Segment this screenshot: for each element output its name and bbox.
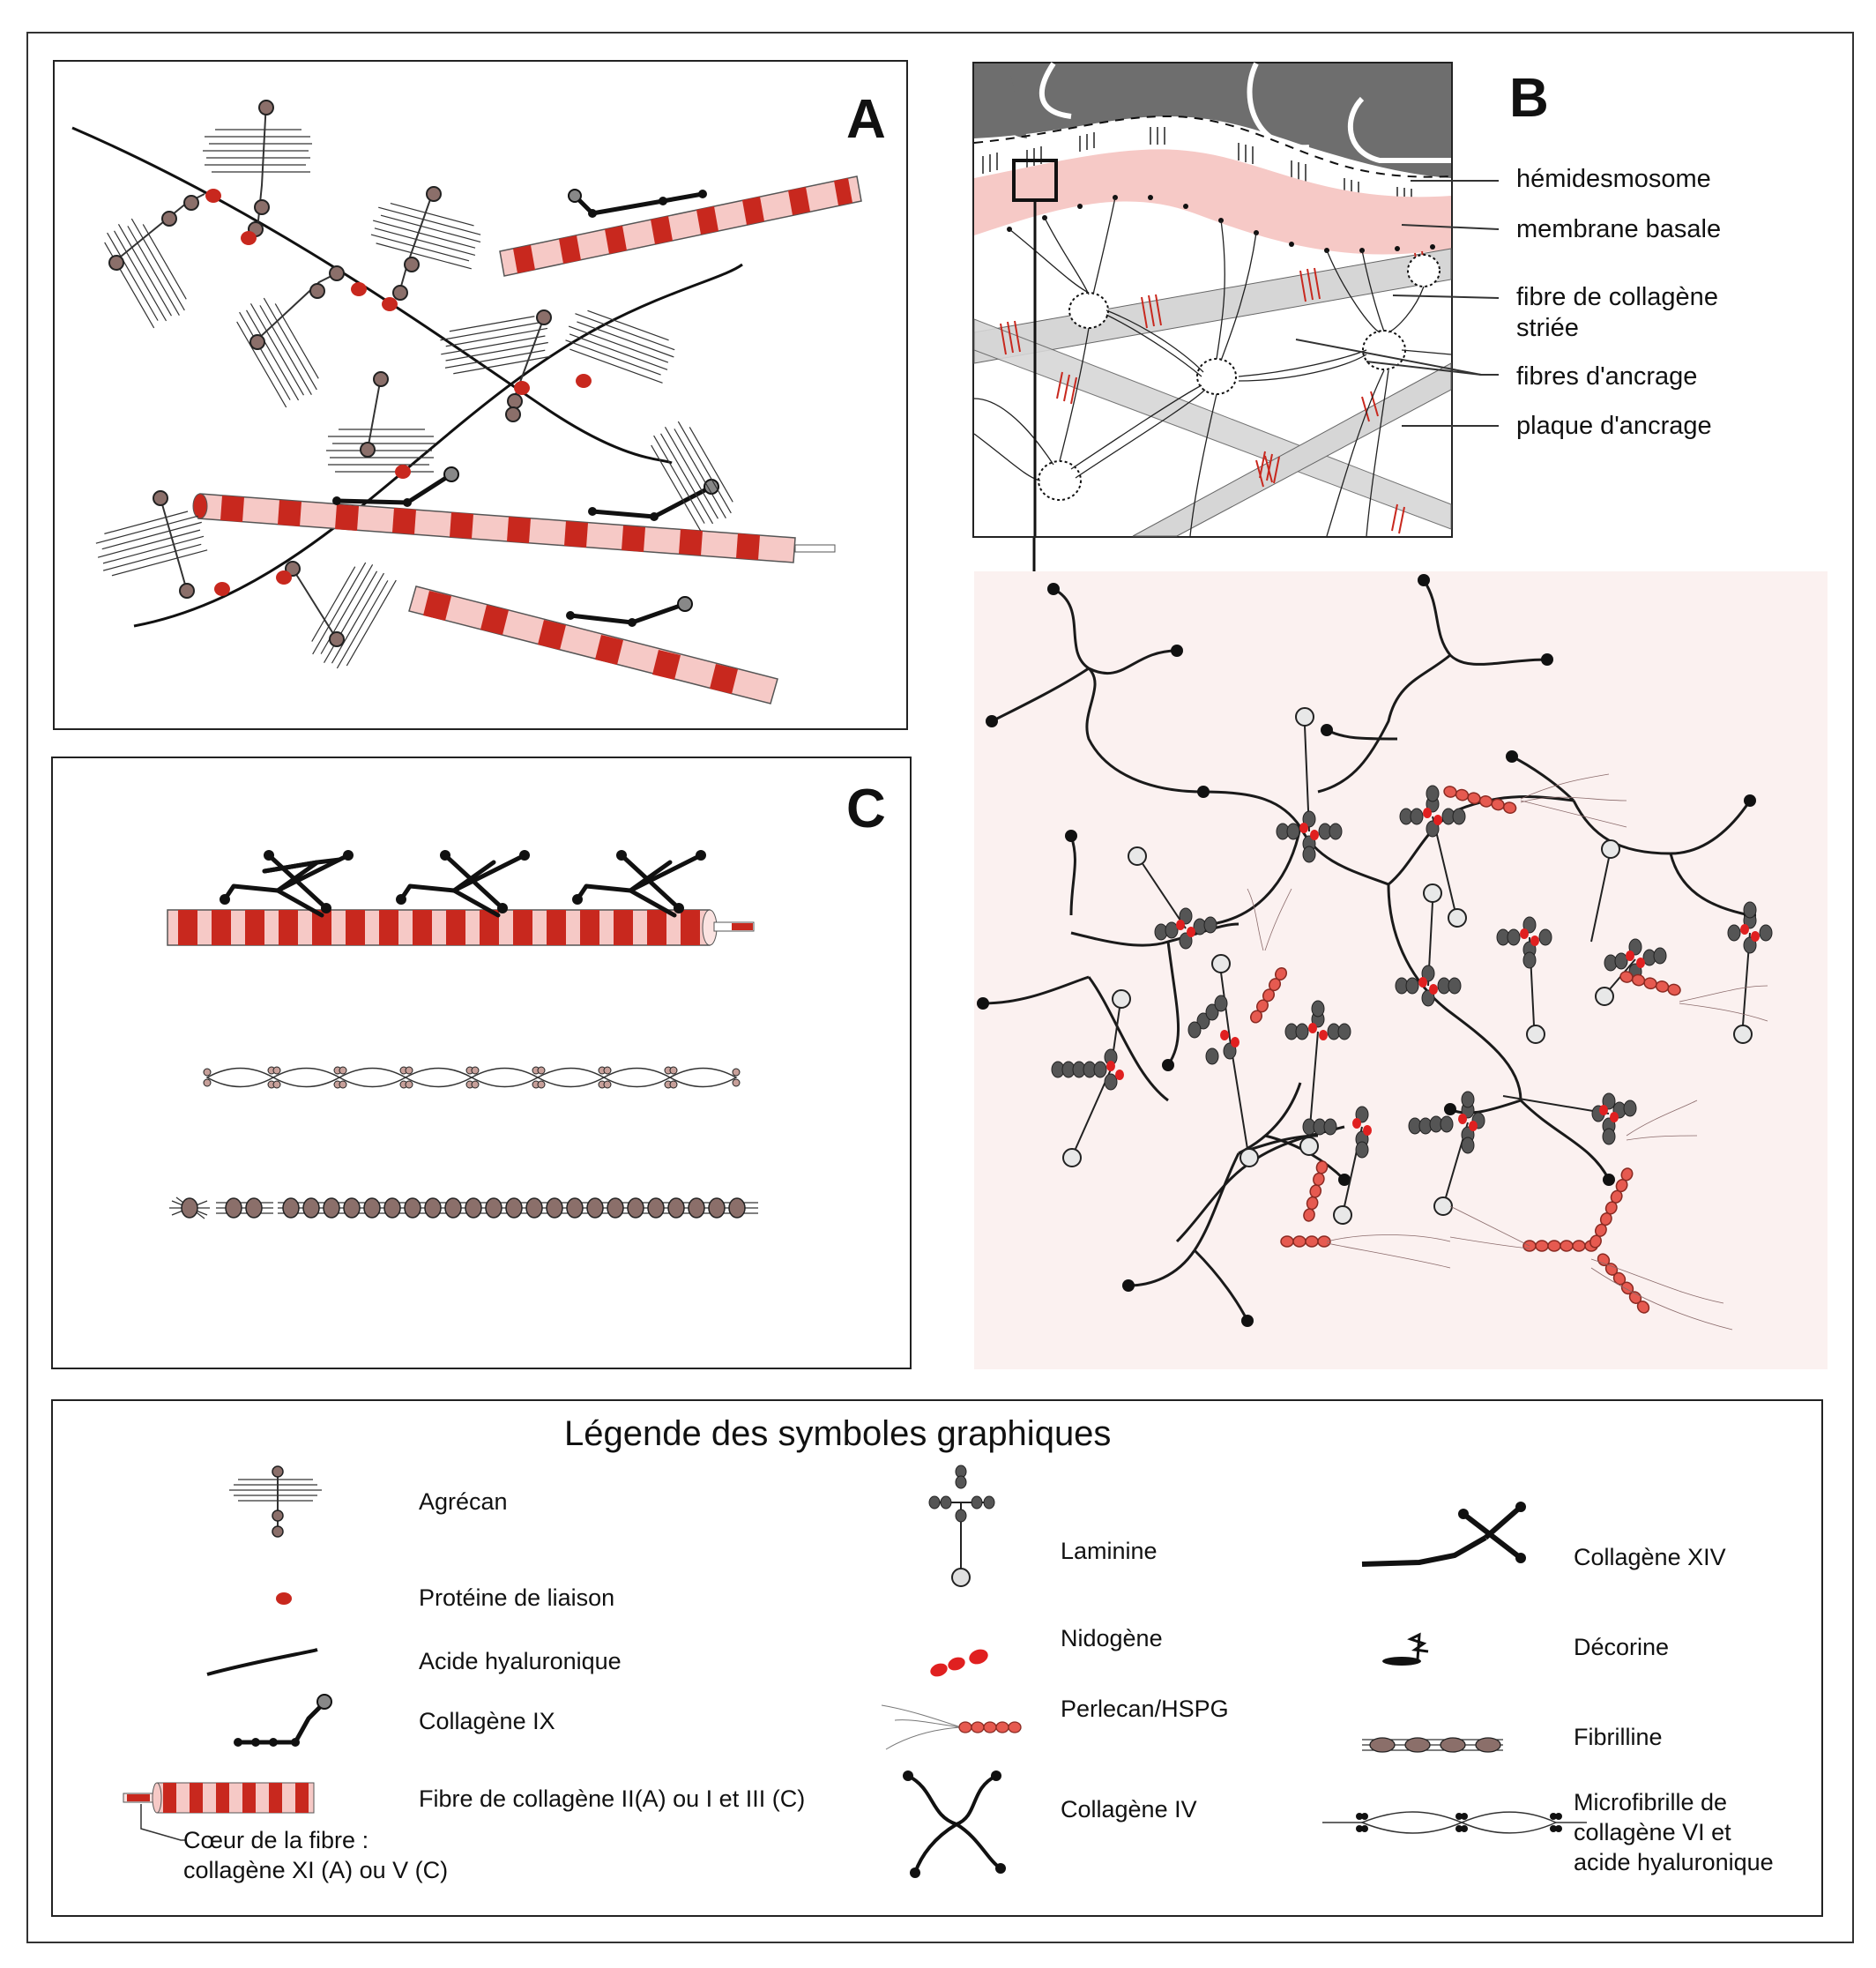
label-hemidesmosome: hémidesmosome — [1516, 165, 1711, 193]
link-protein-symbol — [276, 1592, 292, 1605]
fibrillin-symbol — [1362, 1737, 1503, 1753]
legend-fiber-core-line2: collagène XI (A) ou V (C) — [183, 1857, 449, 1883]
legend-nidogen: Nidogène — [1061, 1625, 1163, 1651]
perlecan-symbol — [881, 1704, 1022, 1750]
legend-link-protein: Protéine de liaison — [419, 1584, 615, 1611]
panel-a-illustration — [71, 100, 862, 704]
legend-hyaluronic-acid: Acide hyaluronique — [419, 1648, 622, 1674]
legend-agrecan: Agrécan — [419, 1488, 508, 1515]
collagen-fiber — [192, 493, 836, 563]
legend-fiber-core-line1: Cœur de la fibre : — [183, 1827, 369, 1853]
basement-membrane-network — [977, 574, 1773, 1331]
panel-a-letter: A — [846, 89, 886, 150]
hyaluronic-acid-symbol — [206, 1648, 318, 1676]
panel-b-zoom — [974, 571, 1828, 1369]
collagen-fiber — [408, 585, 778, 704]
legend-perlecan: Perlecan/HSPG — [1061, 1696, 1229, 1722]
nidogen-symbol — [930, 1649, 988, 1677]
agrecan-symbol — [229, 1465, 322, 1538]
collagen-xiv-symbol — [1361, 1502, 1526, 1567]
label-striee: striée — [1516, 314, 1579, 342]
legend: Légende des symboles graphiques — [51, 1399, 1823, 1917]
legend-collagen-fiber: Fibre de collagène II(A) ou I et III (C) — [419, 1785, 806, 1812]
collagen-fiber-symbol — [123, 1782, 315, 1814]
laminin-symbol — [928, 1465, 995, 1587]
legend-microfibril-line1: Microfibrille de — [1574, 1789, 1728, 1815]
panel-c: C — [51, 757, 912, 1369]
collagen-iv-symbol — [903, 1770, 1006, 1878]
panel-c-illustration — [167, 850, 758, 1219]
panel-a: A — [53, 60, 908, 730]
collagen-ix-symbol — [234, 1694, 332, 1747]
legend-laminin: Laminine — [1061, 1538, 1158, 1564]
collagen-vi-microfibril-symbol — [1322, 1811, 1587, 1834]
legend-microfibril-line3: acide hyaluronique — [1574, 1849, 1774, 1875]
legend-collagen-xiv: Collagène XIV — [1574, 1544, 1726, 1570]
legend-collagen-ix: Collagène IX — [419, 1708, 555, 1734]
label-membrane-basale: membrane basale — [1516, 215, 1722, 243]
legend-microfibril-line2: collagène VI et — [1574, 1819, 1731, 1845]
panel-b — [972, 62, 1453, 538]
panel-b-illustration — [973, 62, 1452, 537]
label-plaque-ancrage: plaque d'ancrage — [1516, 412, 1712, 440]
legend-title: Légende des symboles graphiques — [564, 1414, 1112, 1453]
panel-b-letter: B — [1509, 68, 1549, 129]
collagen-fiber — [499, 175, 862, 277]
legend-fibrillin: Fibrilline — [1574, 1724, 1663, 1750]
figure-frame — [26, 32, 1854, 1943]
decorin-symbol — [1382, 1632, 1429, 1666]
label-fibre-collagene: fibre de collagène — [1516, 283, 1718, 311]
legend-decorin: Décorine — [1574, 1634, 1670, 1660]
label-fibres-ancrage: fibres d'ancrage — [1516, 362, 1698, 391]
legend-symbols — [123, 1465, 1587, 1878]
legend-collagen-iv: Collagène IV — [1061, 1796, 1197, 1823]
panel-c-letter: C — [846, 779, 886, 839]
